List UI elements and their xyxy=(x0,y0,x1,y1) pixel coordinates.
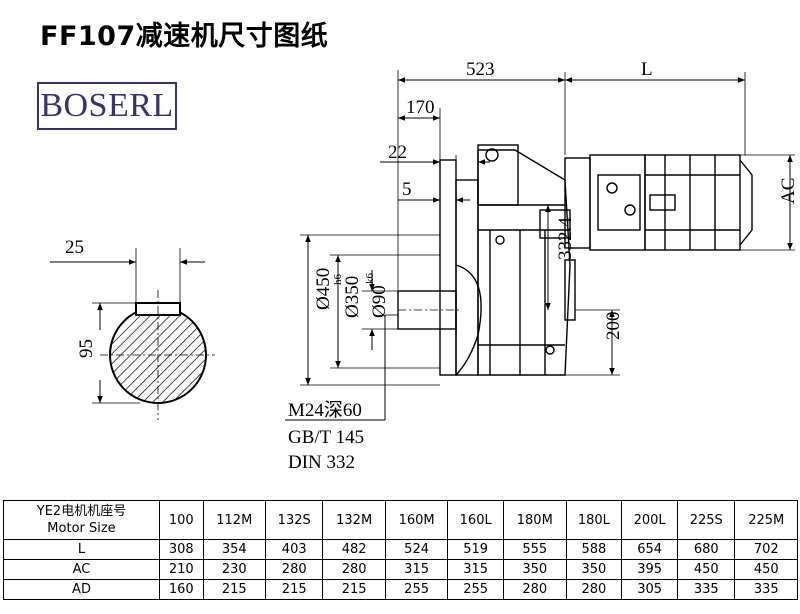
table-cell: 395 xyxy=(621,559,678,580)
table-cell: 519 xyxy=(447,539,505,560)
column-header: 132S xyxy=(264,500,324,540)
table-cell: 403 xyxy=(264,539,324,560)
column-header: 132M xyxy=(322,500,386,540)
table-cell: 524 xyxy=(384,539,449,560)
table-cell: 308 xyxy=(159,539,204,560)
table-cell: 210 xyxy=(159,559,204,580)
table-cell: 255 xyxy=(384,579,449,600)
table-cell: 315 xyxy=(447,559,505,580)
column-header: 180L xyxy=(565,500,623,540)
table-cell: 160 xyxy=(159,579,204,600)
dim-22: 22 xyxy=(388,142,407,163)
column-header: 160L xyxy=(447,500,505,540)
dim-350-tolerance: h6 xyxy=(332,274,344,286)
note-center-hole: M24深60 xyxy=(288,399,362,421)
table-cell: 354 xyxy=(202,539,266,560)
table-cell: 255 xyxy=(447,579,505,600)
gear-unit-body xyxy=(397,144,753,376)
table-cell: 335 xyxy=(676,579,736,600)
dim-332-4: 332.4 xyxy=(555,217,576,260)
table-cell: 215 xyxy=(264,579,324,600)
table-cell: 555 xyxy=(503,539,567,560)
column-header: 200L xyxy=(621,500,678,540)
table-cell: 280 xyxy=(503,579,567,600)
header-motor-size: YE2电机机座号 Motor Size xyxy=(3,500,160,540)
dim-AC: AC xyxy=(778,178,799,204)
dim-200: 200 xyxy=(603,312,624,341)
note-standard-din: DIN 332 xyxy=(288,452,355,473)
note-standard-gb: GB/T 145 xyxy=(288,427,364,448)
table-cell: 305 xyxy=(621,579,678,600)
table-cell: 350 xyxy=(565,559,623,580)
column-header: 100 xyxy=(159,500,204,540)
dimension-drawing: 25 95 xyxy=(50,59,799,473)
dim-350: Ø350 xyxy=(342,276,363,318)
table-cell: 654 xyxy=(621,539,678,560)
dim-L: L xyxy=(641,59,653,80)
header-label-cn: YE2电机机座号 xyxy=(36,504,127,519)
table-cell: 450 xyxy=(676,559,736,580)
table-cell: 588 xyxy=(565,539,623,560)
column-header: 225M xyxy=(734,500,798,540)
table-cell: 350 xyxy=(503,559,567,580)
dim-95: 95 xyxy=(76,339,97,358)
table-cell: 482 xyxy=(322,539,386,560)
dim-90-tolerance: k6 xyxy=(364,273,376,285)
row-label: L xyxy=(3,539,160,560)
page-title: FF107减速机尺寸图纸 xyxy=(40,21,329,52)
table-cell: 230 xyxy=(202,559,266,580)
dim-25: 25 xyxy=(65,237,84,258)
dim-170: 170 xyxy=(406,97,435,118)
table-cell: 280 xyxy=(565,579,623,600)
shaft-section xyxy=(100,290,215,420)
table-cell: 702 xyxy=(734,539,798,560)
column-header: 112M xyxy=(202,500,266,540)
column-header: 160M xyxy=(384,500,449,540)
column-header: 180M xyxy=(503,500,567,540)
brand-logo-text: BOSERL xyxy=(40,87,174,124)
header-label-en: Motor Size xyxy=(47,521,116,536)
table-cell: 215 xyxy=(202,579,266,600)
dim-90: Ø90 xyxy=(369,285,390,318)
brand-logo: BOSERL xyxy=(37,82,177,130)
dim-5: 5 xyxy=(402,179,412,200)
table-cell: 280 xyxy=(322,559,386,580)
table-cell: 215 xyxy=(322,579,386,600)
dim-450: Ø450 xyxy=(313,268,334,310)
table-cell: 315 xyxy=(384,559,449,580)
row-label: AC xyxy=(3,559,160,580)
table-cell: 335 xyxy=(734,579,798,600)
table-cell: 680 xyxy=(676,539,736,560)
dim-523: 523 xyxy=(466,59,495,80)
table-cell: 280 xyxy=(264,559,324,580)
table-cell: 450 xyxy=(734,559,798,580)
row-label: AD xyxy=(3,579,160,600)
column-header: 225S xyxy=(676,500,736,540)
